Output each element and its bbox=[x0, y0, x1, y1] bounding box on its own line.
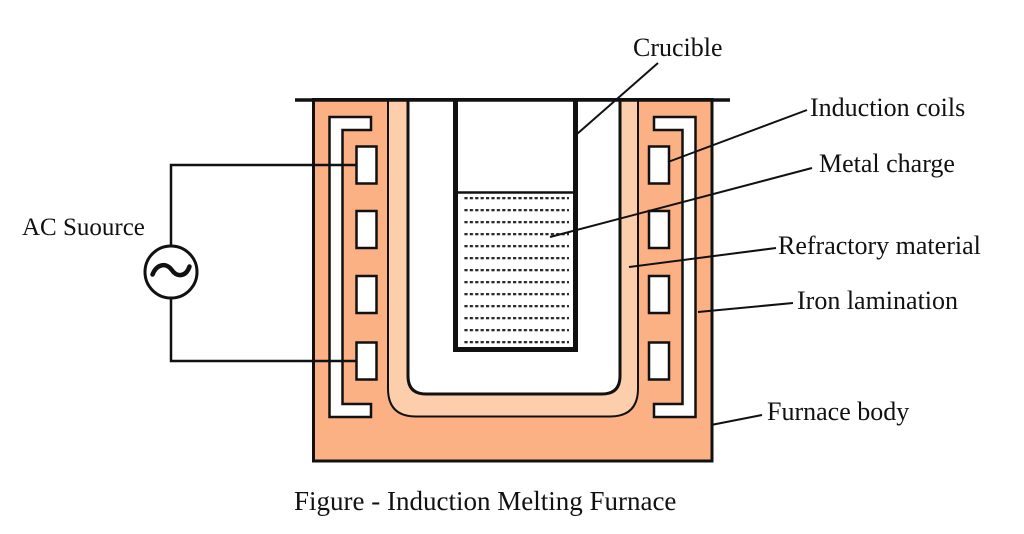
refractory-material-leader-line bbox=[628, 247, 777, 268]
iron-lamination-label: Iron lamination bbox=[797, 286, 959, 315]
coil-left-3 bbox=[355, 274, 378, 315]
figure-caption: Figure - Induction Melting Furnace bbox=[294, 486, 677, 516]
iron-lamination-leader-line bbox=[697, 302, 794, 313]
iron-lamination-right-shape bbox=[652, 115, 697, 419]
induction-coils-label: Induction coils bbox=[810, 93, 966, 122]
ac-wire-bottom bbox=[169, 298, 358, 363]
metal-charge-shape bbox=[462, 196, 569, 347]
iron-lamination-left-shape bbox=[328, 115, 373, 419]
crucible-leader-line bbox=[576, 62, 659, 135]
crucible-label: Crucible bbox=[633, 33, 723, 62]
ac-wire-top bbox=[169, 163, 358, 246]
furnace-body-leader-line bbox=[710, 414, 763, 426]
coil-right-4 bbox=[647, 341, 671, 381]
induction-coils-left bbox=[355, 145, 378, 381]
ac-source-label: AC Suource bbox=[22, 214, 145, 241]
induction-coils-leader-line bbox=[667, 109, 808, 163]
coil-left-4 bbox=[355, 341, 378, 381]
induction-coils-right bbox=[647, 145, 671, 381]
coil-right-1 bbox=[647, 145, 671, 185]
refractory-material-label: Refractory material bbox=[778, 231, 981, 260]
metal-charge-label: Metal charge bbox=[819, 149, 955, 178]
ac-sine-icon bbox=[150, 262, 192, 278]
coil-right-2 bbox=[647, 209, 671, 250]
coil-right-3 bbox=[647, 274, 671, 315]
coil-left-1 bbox=[355, 145, 378, 185]
leader-lines bbox=[549, 62, 813, 426]
crucible-shape bbox=[453, 99, 578, 352]
furnace-body-label: Furnace body bbox=[767, 397, 910, 426]
metal-charge-leader-line bbox=[549, 167, 813, 238]
coil-left-2 bbox=[355, 209, 378, 250]
